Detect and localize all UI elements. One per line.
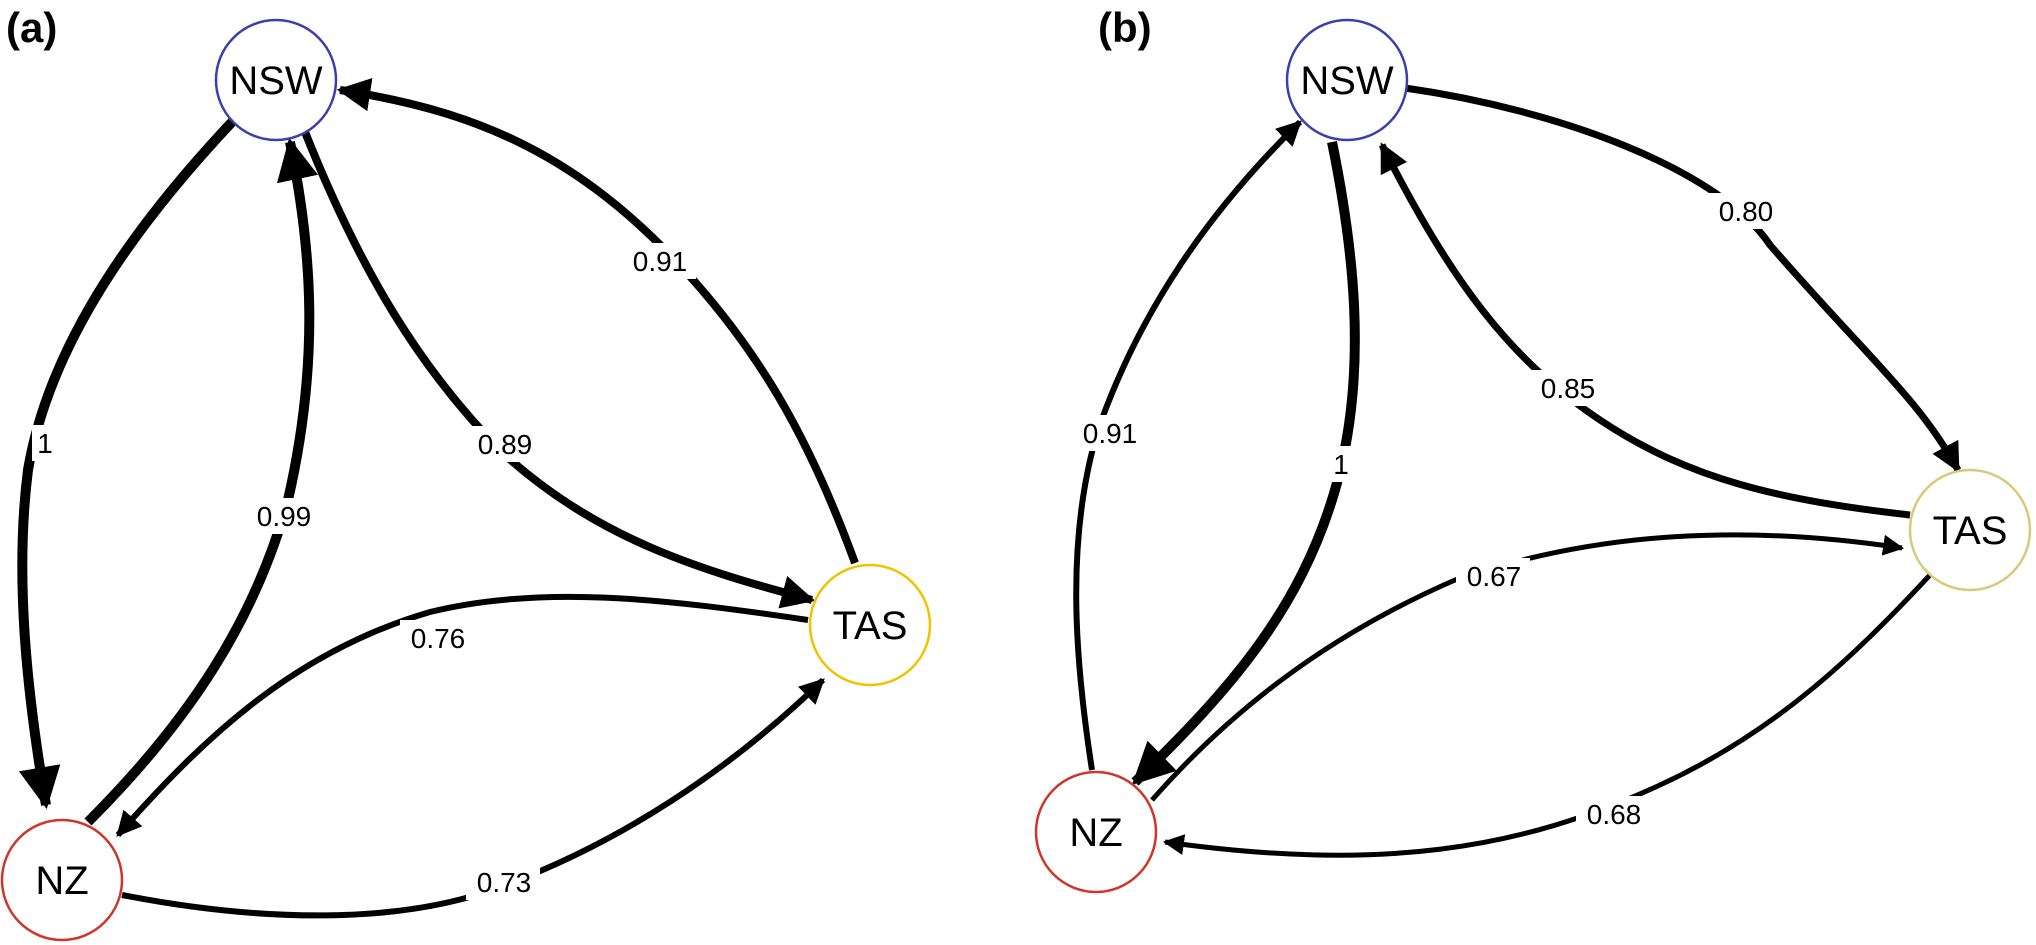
edge-a-nz-nsw-label-bg xyxy=(246,498,320,534)
edge-b-nsw-tas-label-bg xyxy=(1708,193,1782,229)
edge-a-tas-nz xyxy=(115,593,809,837)
edge-a-tas-nsw-label-bg xyxy=(622,243,696,279)
edge-a-nz-tas-label-bg xyxy=(466,864,540,900)
edge-b-nz-tas xyxy=(1150,532,1905,802)
panel-b: (b) 0.91 1 0.80 0.85 0.67 0.68 NSW TAS xyxy=(1034,4,2032,894)
edge-a-nz-nsw xyxy=(84,137,319,826)
edge-b-tas-nz-label: 0.68 xyxy=(1587,799,1642,830)
node-b-nsw-label: NSW xyxy=(1300,59,1394,103)
edge-a-nz-nsw-label: 0.99 xyxy=(257,501,312,532)
edge-a-nsw-tas-label: 0.89 xyxy=(478,429,533,460)
edge-a-nsw-nz-label: 1 xyxy=(37,428,53,459)
edge-b-nz-tas-label: 0.67 xyxy=(1467,561,1522,592)
node-b-nz: NZ xyxy=(1034,770,1158,894)
node-b-tas: TAS xyxy=(1908,468,2032,592)
edge-b-nsw-tas xyxy=(1404,84,1962,473)
edge-b-tas-nsw xyxy=(1378,142,1911,519)
edge-b-nz-tas-label-bg xyxy=(1456,558,1530,594)
edge-b-tas-nsw-label-bg xyxy=(1530,370,1604,406)
node-a-nsw-circle xyxy=(214,18,338,142)
edge-b-nsw-tas-label: 0.80 xyxy=(1719,196,1774,227)
edge-b-tas-nz xyxy=(1162,573,1932,858)
node-b-nz-label: NZ xyxy=(1069,811,1122,855)
edge-a-nz-tas-label: 0.73 xyxy=(477,867,532,898)
edge-a-nsw-tas xyxy=(301,130,816,609)
node-b-tas-label: TAS xyxy=(1933,509,2008,553)
node-a-nz-label: NZ xyxy=(35,859,88,903)
panel-a: (a) 1 0.99 0.89 0.91 0.76 0.73 NSW TAS xyxy=(0,4,932,942)
edge-a-tas-nz-label: 0.76 xyxy=(411,623,466,654)
edge-a-tas-nz-label-bg xyxy=(400,620,474,656)
node-b-nz-circle xyxy=(1034,770,1158,894)
node-a-nsw-label: NSW xyxy=(229,59,323,103)
panel-b-label: (b) xyxy=(1098,4,1152,51)
edge-b-tas-nz-label-bg xyxy=(1576,796,1650,832)
node-a-nz: NZ xyxy=(0,818,124,942)
edge-b-tas-nsw-label: 0.85 xyxy=(1541,373,1596,404)
node-b-nsw: NSW xyxy=(1285,18,1409,142)
node-b-tas-circle xyxy=(1908,468,2032,592)
node-a-tas-label: TAS xyxy=(833,604,908,648)
panel-a-label: (a) xyxy=(6,4,57,51)
edge-a-nsw-nz-label-bg xyxy=(32,425,58,461)
node-b-nsw-circle xyxy=(1285,18,1409,142)
edge-b-nz-nsw-label: 0.91 xyxy=(1083,418,1138,449)
node-a-tas-circle xyxy=(808,563,932,687)
node-a-nsw: NSW xyxy=(214,18,338,142)
edge-a-nsw-tas-label-bg xyxy=(467,426,541,462)
node-a-tas: TAS xyxy=(808,563,932,687)
edge-b-nsw-nz-label-bg xyxy=(1328,446,1354,482)
edge-a-tas-nsw-label: 0.91 xyxy=(633,246,688,277)
edge-a-nsw-nz xyxy=(17,118,236,810)
edge-b-nsw-nz xyxy=(1131,141,1360,786)
edge-b-nz-nsw-label-bg xyxy=(1072,415,1146,451)
edge-a-tas-nsw xyxy=(336,77,859,565)
edge-b-nsw-nz-label: 1 xyxy=(1333,449,1349,480)
node-a-nz-circle xyxy=(0,818,124,942)
